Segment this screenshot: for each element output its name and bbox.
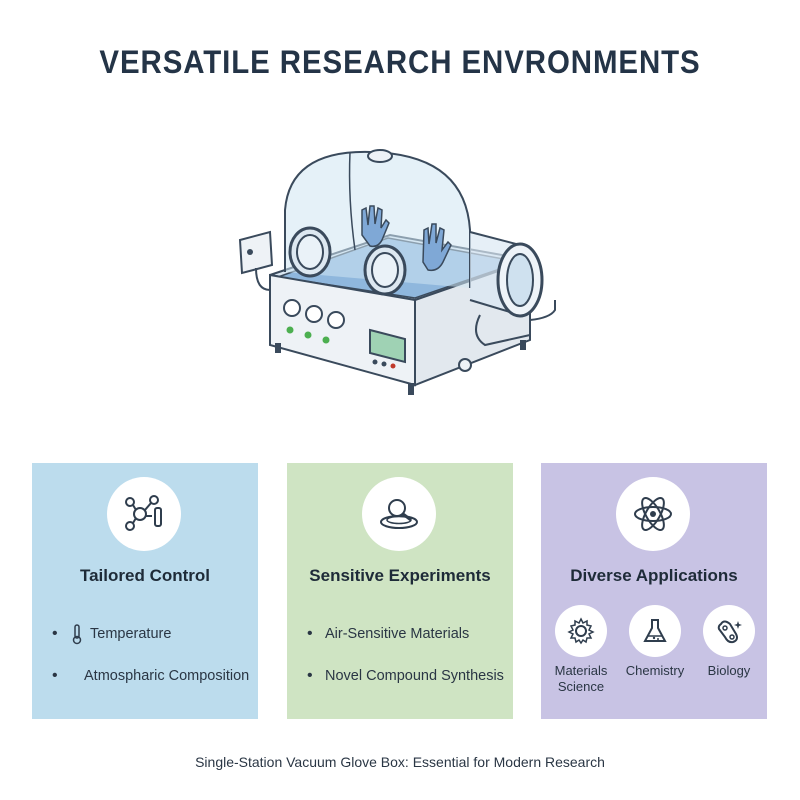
dome-valve <box>367 149 393 163</box>
indicator-light <box>304 331 312 339</box>
app-label: Biology <box>707 663 751 678</box>
page-title: VERSATILE RESEARCH ENVRONMENTS <box>99 44 701 80</box>
list-item: • Air-Sensitive Materials <box>307 625 470 642</box>
atom-icon <box>616 477 690 551</box>
bullet-air-sensitive: Air-Sensitive Materials <box>325 626 470 642</box>
app-biology: Biology <box>691 605 767 679</box>
gauge-2 <box>305 305 323 323</box>
glove-left <box>361 205 390 248</box>
flask-icon <box>629 605 681 657</box>
app-label: Science <box>557 679 605 694</box>
app-chemistry: Chemistry <box>617 605 693 679</box>
gear-icon <box>555 605 607 657</box>
panel-title: Diverse Applications <box>570 566 738 585</box>
panel-title: Sensitive Experiments <box>309 566 491 585</box>
indicator-light <box>286 326 294 334</box>
indicator-light <box>322 336 330 344</box>
list-item: • Atmospharic Composition <box>52 667 250 684</box>
cell-icon <box>703 605 755 657</box>
bullet-novel-compound: Novel Compound Synthesis <box>325 668 504 684</box>
app-label: Chemistry <box>625 663 685 678</box>
control-display <box>369 328 406 364</box>
network-flask-icon <box>107 477 181 551</box>
panel-title: Tailored Control <box>79 566 210 585</box>
panel-tailored-control: Tailored Control • Temperature • Atmosph… <box>32 463 258 719</box>
thermometer-icon <box>72 624 82 645</box>
app-label: Materials <box>554 663 608 678</box>
list-item: • Temperature <box>52 613 252 655</box>
glove-right <box>422 223 452 272</box>
magnifier-dish-icon <box>362 477 436 551</box>
gauge-3 <box>327 311 345 329</box>
side-control-box <box>238 230 274 275</box>
panel-sensitive-experiments: Sensitive Experiments • Air-Sensitive Ma… <box>287 463 513 719</box>
list-item: • Novel Compound Synthesis <box>307 667 504 684</box>
glove-box-illustration <box>238 149 556 395</box>
bullet-temperature: Temperature <box>90 626 172 642</box>
gauge-1 <box>283 299 301 317</box>
bullet-atmospheric-composition: Atmospharic Composition <box>84 668 250 684</box>
footer-caption: Single-Station Vacuum Glove Box: Essenti… <box>195 754 605 770</box>
